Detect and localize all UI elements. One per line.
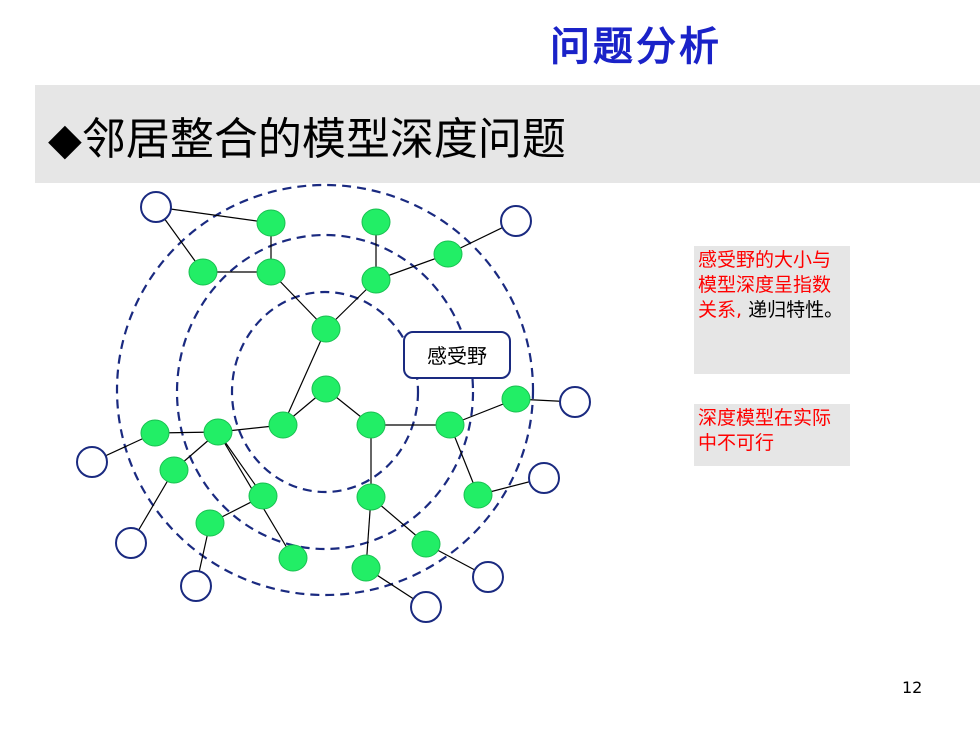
hollow-node <box>140 191 172 223</box>
page-number: 12 <box>902 678 923 697</box>
filled-node <box>411 530 441 558</box>
edge <box>155 206 272 224</box>
filled-node <box>203 418 233 446</box>
ring-outer <box>115 183 535 597</box>
filled-node <box>433 240 463 268</box>
filled-node <box>278 544 308 572</box>
hollow-node <box>76 446 108 478</box>
hollow-node <box>500 205 532 237</box>
filled-node <box>159 456 189 484</box>
receptive-field-callout: 感受野 <box>403 331 511 379</box>
filled-nodes <box>140 208 531 582</box>
ring-inner <box>230 290 420 494</box>
filled-node <box>356 483 386 511</box>
filled-node <box>248 482 278 510</box>
filled-node <box>351 554 381 582</box>
outer-nodes <box>76 191 591 623</box>
filled-node <box>140 419 170 447</box>
heading-bar <box>35 85 980 183</box>
filled-node <box>195 509 225 537</box>
filled-node <box>311 315 341 343</box>
note-1-red-text: 感受野的大小与模型深度呈指数关系, <box>698 249 832 321</box>
filled-node <box>356 411 386 439</box>
hollow-node <box>410 591 442 623</box>
graph-edges <box>91 206 576 608</box>
note-infeasible: 深度模型在实际中不可行 <box>694 404 850 466</box>
filled-node <box>256 209 286 237</box>
filled-node <box>463 481 493 509</box>
hollow-node <box>472 561 504 593</box>
filled-node <box>188 258 218 286</box>
hollow-node <box>180 570 212 602</box>
hollow-node <box>528 462 560 494</box>
filled-node <box>361 208 391 236</box>
filled-node <box>435 411 465 439</box>
receptive-field-label: 感受野 <box>427 344 487 368</box>
edge <box>282 328 327 426</box>
note-1-black-text: 递归特性。 <box>742 299 844 321</box>
slide-heading: ◆邻居整合的模型深度问题 <box>48 114 566 165</box>
filled-node <box>501 385 531 413</box>
filled-node <box>311 375 341 403</box>
note-exponential-relation: 感受野的大小与模型深度呈指数关系, 递归特性。 <box>694 246 850 374</box>
receptive-field-rings <box>115 183 535 597</box>
note-2-red-text: 深度模型在实际中不可行 <box>698 407 832 454</box>
hollow-node <box>115 527 147 559</box>
filled-node <box>256 258 286 286</box>
filled-node <box>361 266 391 294</box>
callout-box <box>403 331 511 379</box>
hollow-node <box>559 386 591 418</box>
slide-title: 问题分析 <box>550 24 722 70</box>
ring-middle <box>175 233 475 551</box>
filled-node <box>268 411 298 439</box>
